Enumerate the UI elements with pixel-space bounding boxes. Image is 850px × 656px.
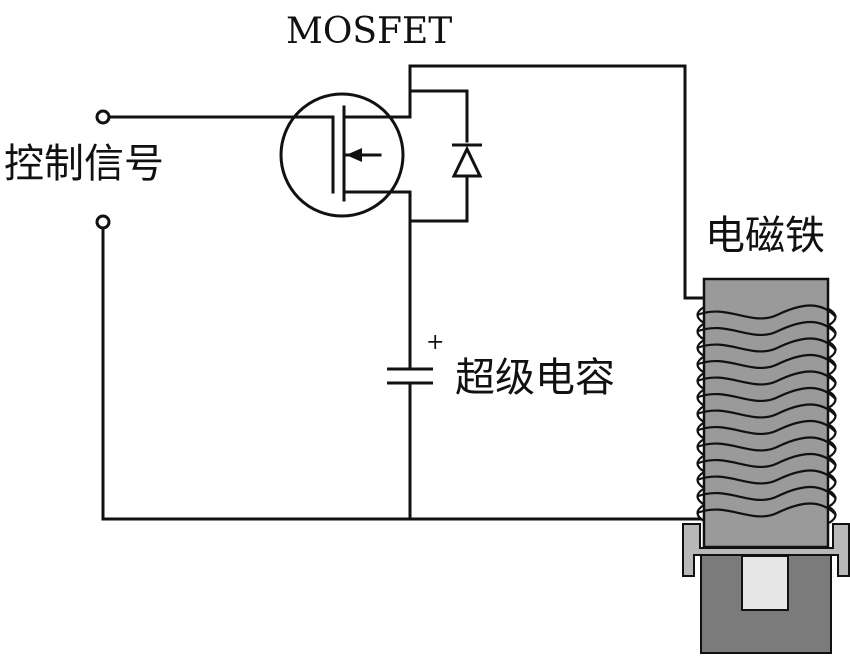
- coil-side-loop: [828, 390, 837, 409]
- capacitor-plates: [387, 367, 433, 385]
- coil-side-loop: [828, 473, 837, 491]
- coil-side-loop: [828, 341, 837, 359]
- diode-symbol: [451, 143, 483, 178]
- control-signal-label: 控制信号: [4, 141, 164, 187]
- coil-winding: [696, 387, 837, 403]
- coil-winding: [696, 403, 837, 419]
- mosfet-body: [279, 92, 405, 218]
- capacitor-plus-sign: +: [426, 330, 445, 355]
- magnet-core: [702, 277, 830, 549]
- coil-winding: [696, 354, 837, 370]
- coil-winding: [696, 370, 837, 386]
- coil-side-loop: [828, 423, 837, 442]
- coil-winding: [696, 486, 837, 502]
- mosfet-arrow: [346, 148, 362, 162]
- electromagnet-label: 电磁铁: [705, 213, 825, 259]
- coil-side-loop: [696, 388, 705, 407]
- coil-side-loop: [828, 374, 837, 392]
- coil-side-loop: [828, 407, 837, 425]
- coil-side-loop: [696, 339, 705, 357]
- magnet-coil-windings: [696, 304, 837, 524]
- coil-winding: [696, 304, 837, 320]
- electromagnet-graphic: [682, 277, 850, 654]
- coil-side-loop: [696, 355, 705, 374]
- coil-side-loop: [828, 324, 837, 343]
- coil-side-loop: [696, 322, 705, 341]
- magnet-frame: [682, 523, 850, 577]
- mosfet-label: MOSFET: [286, 11, 453, 52]
- coil-winding: [696, 436, 837, 452]
- coil-side-loop: [696, 504, 705, 522]
- coil-side-loop: [828, 308, 837, 326]
- coil-side-loop: [828, 506, 837, 524]
- coil-side-loop: [696, 306, 705, 324]
- coil-side-loop: [828, 489, 837, 508]
- coil-side-loop: [696, 454, 705, 473]
- coil-side-loop: [828, 456, 837, 475]
- magnet-base-window: [741, 555, 789, 611]
- coil-winding: [696, 502, 837, 518]
- coil-side-loop: [696, 372, 705, 390]
- coil-side-loop: [696, 421, 705, 440]
- supercapacitor-label: 超级电容: [455, 355, 615, 401]
- coil-winding: [696, 420, 837, 436]
- coil-winding: [696, 337, 837, 353]
- coil-side-loop: [696, 487, 705, 506]
- coil-winding: [696, 453, 837, 469]
- coil-side-loop: [696, 438, 705, 456]
- terminal-bottom: [95, 214, 111, 230]
- coil-side-loop: [828, 440, 837, 458]
- coil-winding: [696, 321, 837, 337]
- coil-side-loop: [696, 405, 705, 423]
- terminal-top: [95, 109, 111, 125]
- coil-winding: [696, 469, 837, 485]
- coil-side-loop: [696, 471, 705, 489]
- coil-side-loop: [828, 357, 837, 376]
